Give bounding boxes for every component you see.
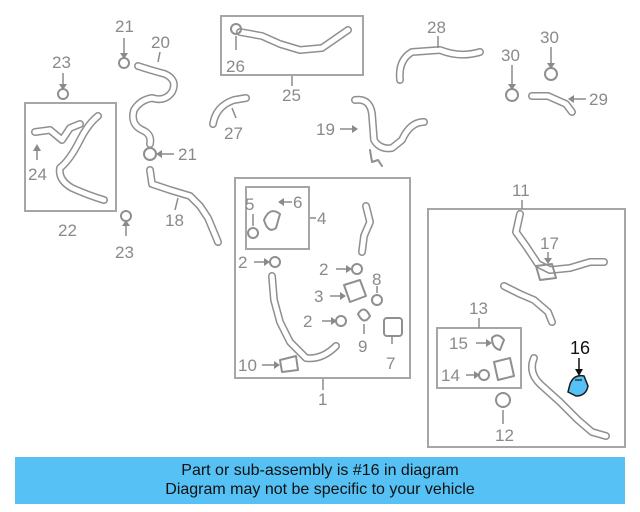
callout-7: 7 bbox=[386, 354, 395, 373]
callout-13: 13 bbox=[469, 299, 488, 318]
callout-3: 3 bbox=[314, 287, 323, 306]
group-frame-4 bbox=[245, 186, 310, 250]
pipe-part-group-1-lower[interactable] bbox=[268, 272, 340, 363]
hose-part-group-11-lower[interactable] bbox=[528, 354, 610, 440]
group-frame-22 bbox=[24, 102, 117, 212]
connector-part-17[interactable] bbox=[535, 252, 557, 281]
flange-part-7[interactable] bbox=[383, 317, 403, 344]
seal-part-9[interactable] bbox=[357, 308, 371, 334]
callout-30-right: 30 bbox=[540, 28, 559, 47]
cap-part-10[interactable] bbox=[262, 355, 299, 373]
callout-5: 5 bbox=[245, 195, 254, 214]
callout-25: 25 bbox=[282, 86, 301, 105]
hose-part-25[interactable] bbox=[236, 26, 352, 54]
group-frame-11 bbox=[427, 208, 626, 448]
callout-11: 11 bbox=[512, 181, 530, 200]
callout-4: 4 bbox=[317, 209, 326, 228]
clamp-part-21-lower[interactable] bbox=[143, 147, 174, 161]
clamp-part-2-upper-right[interactable] bbox=[336, 263, 363, 275]
callout-18: 18 bbox=[165, 211, 184, 230]
clamp-part-21-top[interactable] bbox=[118, 38, 130, 69]
pipe-part-18[interactable] bbox=[146, 166, 222, 246]
highlighted-clamp-part-16[interactable] bbox=[567, 358, 589, 397]
hose-part-group-1-upper[interactable] bbox=[358, 202, 374, 256]
callout-19: 19 bbox=[316, 120, 335, 139]
callout-9: 9 bbox=[358, 337, 367, 356]
banner-line-2: Diagram may not be specific to your vehi… bbox=[165, 481, 475, 498]
clamp-part-12[interactable] bbox=[495, 392, 511, 424]
hose-part-20[interactable] bbox=[129, 51, 178, 148]
hose-part-28[interactable] bbox=[395, 36, 484, 84]
clamp-part-5[interactable] bbox=[247, 214, 259, 239]
clamp-part-2-left[interactable] bbox=[254, 256, 281, 268]
clamp-part-26[interactable] bbox=[230, 23, 242, 50]
callout-26: 26 bbox=[226, 57, 245, 76]
callout-23-lower: 23 bbox=[115, 243, 134, 262]
callout-2-left: 2 bbox=[238, 253, 247, 272]
connector-part-15[interactable] bbox=[476, 334, 505, 351]
hose-part-24[interactable] bbox=[31, 112, 108, 204]
callout-10: 10 bbox=[238, 356, 257, 375]
callout-30-left: 30 bbox=[501, 46, 520, 65]
group-frame-25 bbox=[220, 15, 364, 76]
callout-27: 27 bbox=[224, 124, 243, 143]
callout-14: 14 bbox=[441, 366, 460, 385]
pipe-part-group-11[interactable] bbox=[500, 210, 608, 326]
callout-8: 8 bbox=[372, 270, 381, 289]
callout-23-top: 23 bbox=[52, 53, 71, 72]
clamp-part-23-top[interactable] bbox=[57, 73, 69, 100]
connector-part-6[interactable] bbox=[263, 198, 292, 231]
info-banner: Part or sub-assembly is #16 in diagram D… bbox=[15, 457, 625, 504]
callout-17: 17 bbox=[540, 234, 559, 253]
callout-6: 6 bbox=[293, 193, 302, 212]
hose-part-29[interactable] bbox=[528, 92, 586, 116]
callout-1: 1 bbox=[318, 390, 327, 409]
hose-part-27[interactable] bbox=[209, 94, 250, 128]
clamp-part-23-lower[interactable] bbox=[120, 210, 132, 236]
callout-22: 22 bbox=[58, 221, 77, 240]
callout-20: 20 bbox=[151, 33, 170, 52]
callout-16: 16 bbox=[570, 338, 590, 358]
callout-24: 24 bbox=[28, 165, 47, 184]
callout-15: 15 bbox=[449, 334, 468, 353]
fitting-part-3[interactable] bbox=[330, 279, 367, 303]
callout-28: 28 bbox=[427, 18, 446, 37]
clamp-part-30-left[interactable] bbox=[505, 65, 519, 102]
callout-12: 12 bbox=[495, 426, 514, 445]
callout-21-top: 21 bbox=[115, 17, 134, 36]
hose-part-19[interactable] bbox=[340, 95, 428, 167]
sensor-part-8[interactable] bbox=[371, 286, 383, 306]
group-frame-1 bbox=[234, 177, 411, 379]
callout-29: 29 bbox=[589, 90, 608, 109]
callout-21-lower: 21 bbox=[178, 145, 197, 164]
callout-2-upper-right: 2 bbox=[319, 260, 328, 279]
banner-line-1: Part or sub-assembly is #16 in diagram bbox=[181, 462, 459, 479]
clamp-part-30-right[interactable] bbox=[544, 47, 558, 81]
seal-part-14[interactable] bbox=[466, 357, 515, 381]
clamp-part-2-lower[interactable] bbox=[322, 315, 347, 327]
callout-2-lower: 2 bbox=[303, 312, 312, 331]
